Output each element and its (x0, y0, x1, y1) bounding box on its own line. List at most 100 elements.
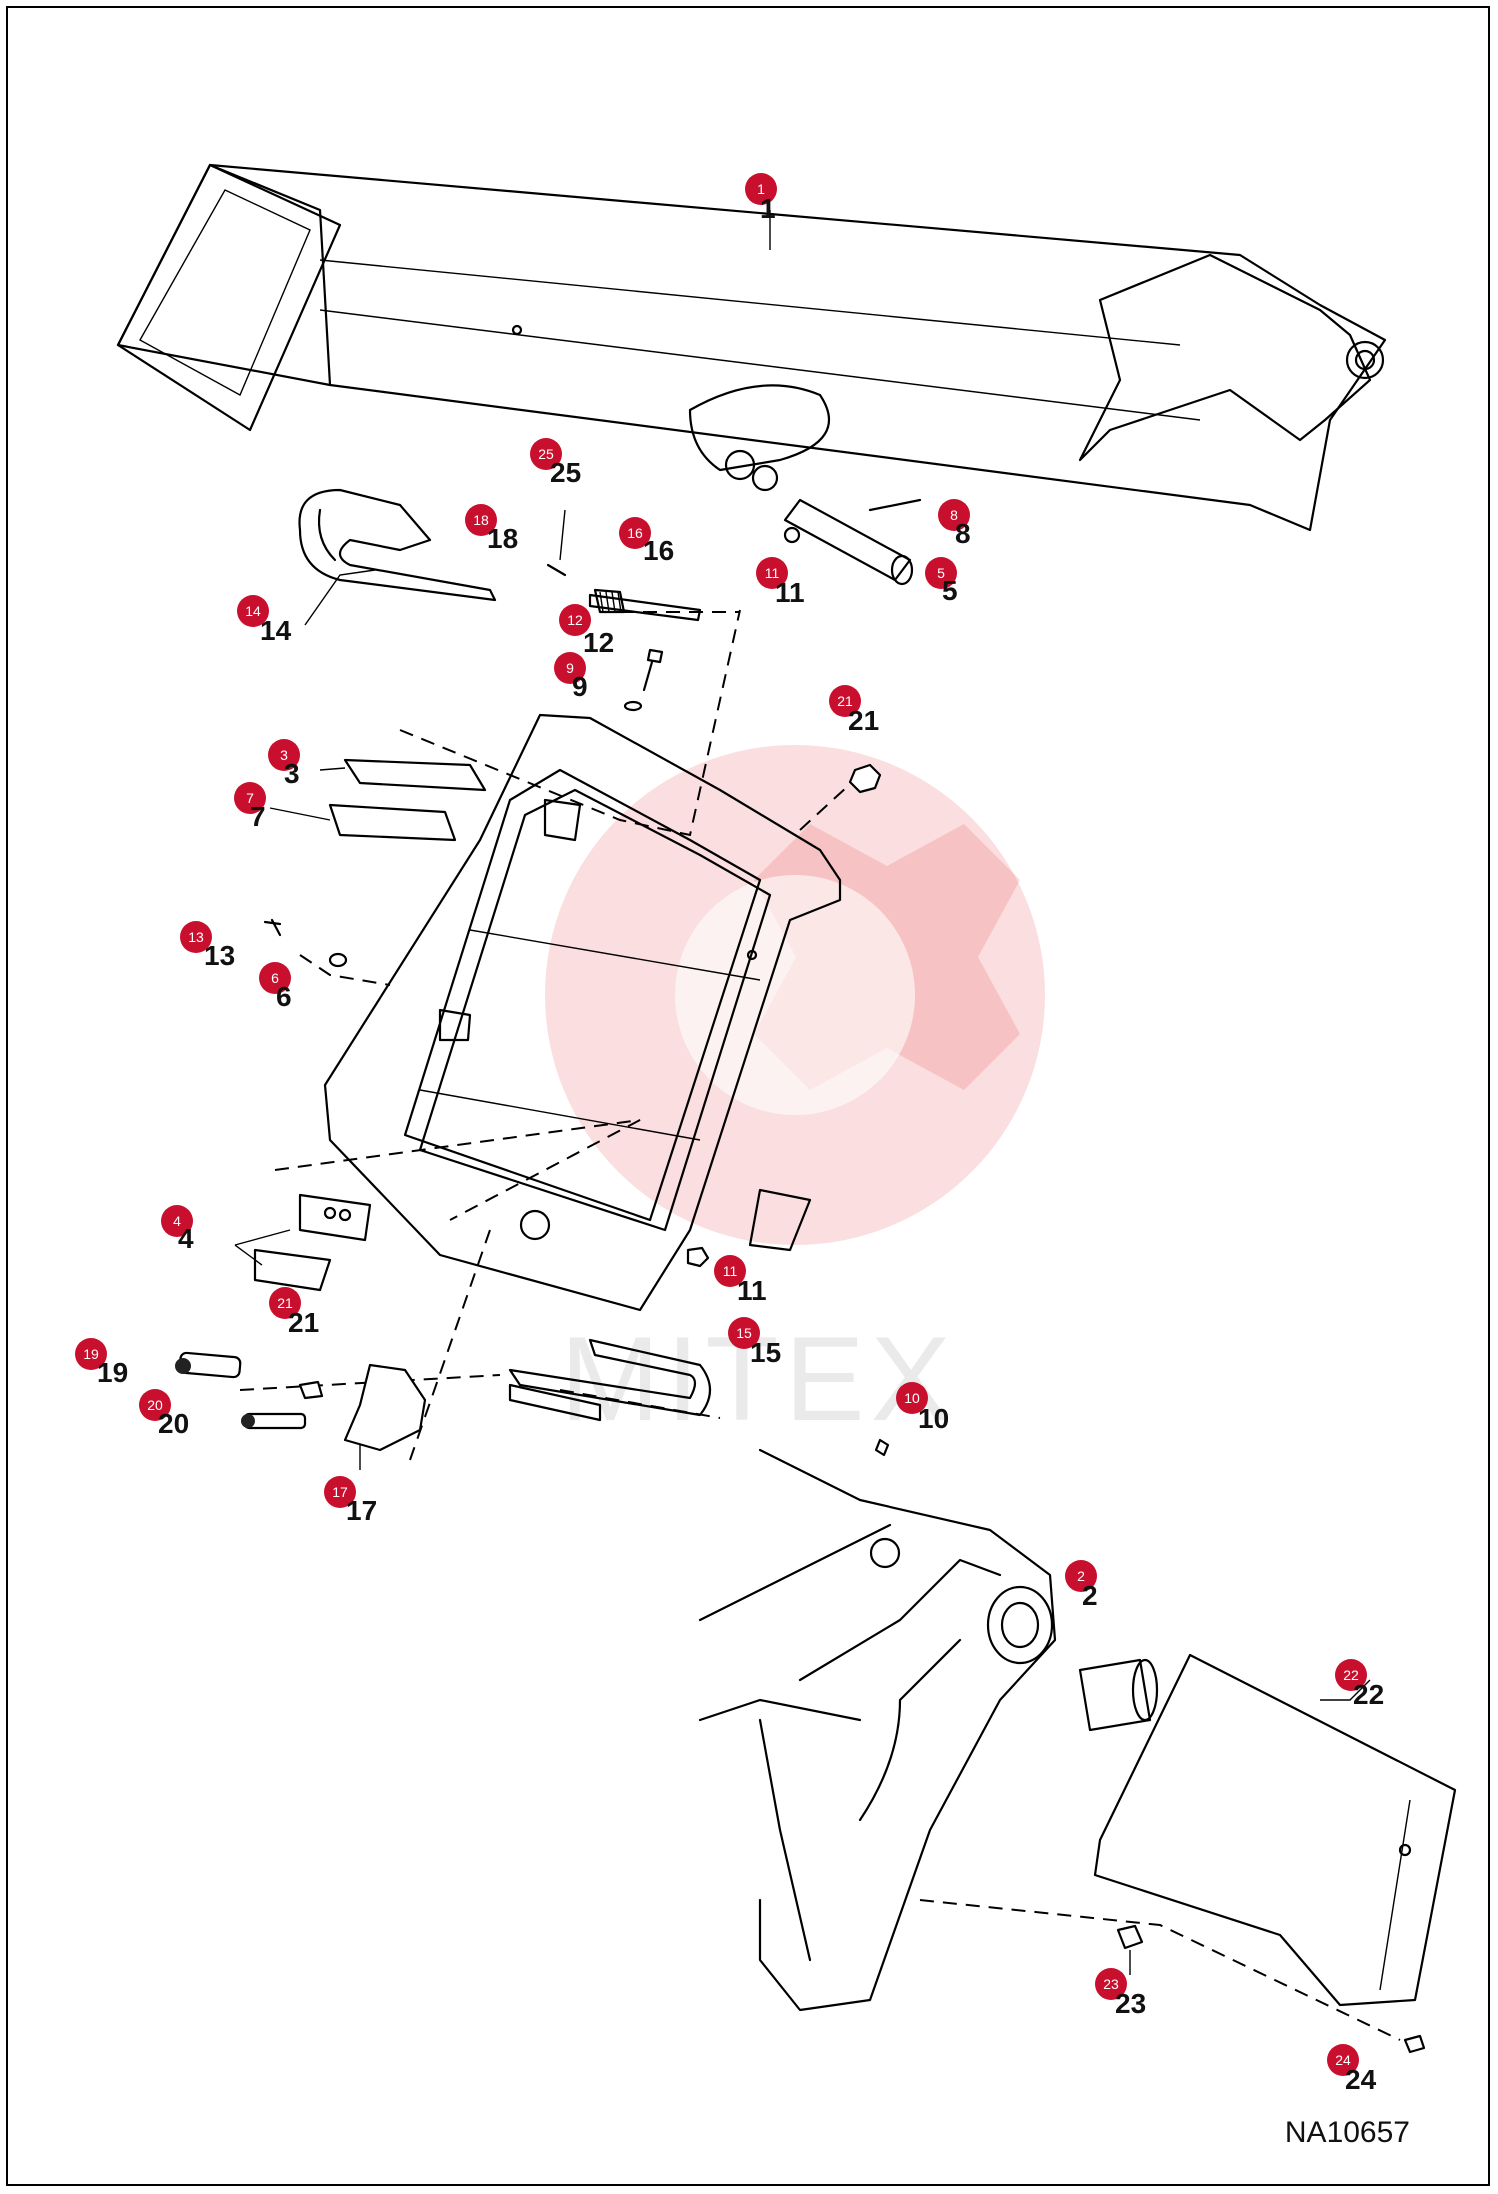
lower-hose-guard-part (508, 1338, 712, 1422)
svg-text:25: 25 (538, 446, 554, 462)
svg-text:1: 1 (760, 193, 776, 224)
svg-text:5: 5 (937, 565, 945, 581)
svg-text:5: 5 (942, 575, 958, 606)
boom-arm-part (116, 163, 1387, 532)
callout-19[interactable]: 19 19 (75, 1338, 128, 1388)
svg-text:6: 6 (276, 981, 292, 1012)
callout-5[interactable]: 5 5 (925, 557, 958, 606)
svg-text:21: 21 (848, 705, 879, 736)
callout-4[interactable]: 4 4 (161, 1205, 194, 1254)
svg-text:14: 14 (245, 603, 261, 619)
svg-text:7: 7 (246, 790, 254, 806)
callout-11-upper[interactable]: 11 11 (756, 557, 805, 608)
callout-6[interactable]: 6 6 (259, 962, 292, 1012)
callout-3[interactable]: 3 3 (268, 739, 300, 789)
svg-text:11: 11 (737, 1275, 767, 1306)
svg-text:15: 15 (750, 1337, 781, 1368)
svg-text:25: 25 (550, 457, 581, 488)
clip-bolt-part (1116, 1924, 1426, 2054)
callout-10[interactable]: 10 10 (896, 1382, 949, 1434)
callout-16[interactable]: 16 16 (619, 517, 674, 566)
bolt-washer-part (623, 648, 664, 712)
drawing-code-label: NA10657 (1284, 2116, 1410, 2149)
svg-text:24: 24 (1335, 2052, 1351, 2068)
callout-13[interactable]: 13 13 (180, 921, 235, 971)
svg-text:4: 4 (178, 1223, 194, 1254)
watermark-logo (545, 745, 1045, 1245)
callout-24[interactable]: 24 24 (1327, 2044, 1377, 2095)
svg-text:12: 12 (583, 627, 614, 658)
svg-text:21: 21 (288, 1307, 319, 1338)
svg-text:21: 21 (837, 693, 853, 709)
callout-21-upper[interactable]: 21 21 (829, 685, 879, 736)
svg-text:16: 16 (627, 525, 643, 541)
wear-plates-part (328, 758, 487, 842)
upper-hose-guard-part (298, 488, 497, 602)
svg-text:22: 22 (1353, 1679, 1384, 1710)
callout-11-lower[interactable]: 11 11 (714, 1255, 767, 1306)
svg-text:18: 18 (473, 512, 489, 528)
svg-text:23: 23 (1115, 1988, 1146, 2019)
bushing-part (1078, 1658, 1159, 1732)
svg-text:9: 9 (572, 671, 588, 702)
svg-text:3: 3 (280, 747, 288, 763)
svg-text:13: 13 (204, 940, 235, 971)
assembly-lines (239, 609, 1401, 2041)
callout-2[interactable]: 2 2 (1065, 1560, 1098, 1611)
svg-text:18: 18 (487, 523, 518, 554)
svg-text:12: 12 (567, 612, 583, 628)
nut-upper-part (848, 763, 882, 794)
callout-14[interactable]: 14 14 (237, 595, 292, 646)
callout-23[interactable]: 23 23 (1095, 1968, 1146, 2019)
callout-15[interactable]: 15 15 (728, 1317, 781, 1368)
svg-text:21: 21 (277, 1295, 293, 1311)
svg-text:11: 11 (775, 577, 805, 608)
svg-text:13: 13 (188, 929, 204, 945)
svg-text:14: 14 (260, 615, 292, 646)
callout-25[interactable]: 25 25 (530, 438, 581, 488)
svg-text:19: 19 (97, 1357, 128, 1388)
svg-text:7: 7 (250, 801, 266, 832)
svg-text:15: 15 (736, 1325, 752, 1341)
callout-12[interactable]: 12 12 (559, 604, 614, 658)
svg-text:9: 9 (566, 660, 574, 676)
grease-fitting-part (874, 1438, 890, 1457)
svg-text:4: 4 (173, 1213, 181, 1229)
svg-text:1: 1 (757, 181, 765, 197)
svg-text:17: 17 (332, 1484, 348, 1500)
callout-7[interactable]: 7 7 (234, 782, 266, 832)
svg-text:20: 20 (147, 1397, 163, 1413)
svg-text:11: 11 (723, 1263, 738, 1279)
svg-text:8: 8 (950, 507, 958, 523)
callout-17[interactable]: 17 17 (324, 1476, 377, 1526)
svg-text:11: 11 (765, 565, 780, 581)
callout-18[interactable]: 18 18 (465, 504, 518, 554)
nut-lower-part (686, 1246, 710, 1268)
svg-text:20: 20 (158, 1408, 189, 1439)
callout-22[interactable]: 22 22 (1335, 1659, 1384, 1710)
lower-arm-part (698, 1448, 1057, 2012)
svg-text:23: 23 (1103, 1976, 1119, 1992)
callout-20[interactable]: 20 20 (139, 1389, 189, 1439)
callout-9[interactable]: 9 9 (554, 652, 588, 702)
callout-21-lower[interactable]: 21 21 (269, 1287, 319, 1338)
svg-text:17: 17 (346, 1495, 377, 1526)
svg-text:8: 8 (955, 518, 971, 549)
svg-text:10: 10 (918, 1403, 949, 1434)
svg-text:22: 22 (1343, 1667, 1359, 1683)
svg-text:19: 19 (83, 1346, 99, 1362)
lower-clamp-part (175, 1351, 427, 1452)
callout-1[interactable]: 1 1 (745, 173, 777, 224)
block-part (253, 1193, 372, 1292)
svg-text:6: 6 (271, 970, 279, 986)
pivot-pin-part (783, 498, 922, 586)
svg-text:24: 24 (1345, 2064, 1377, 2095)
callout-8[interactable]: 8 8 (938, 499, 971, 549)
leader-lines (234, 210, 1371, 1975)
screw-washer-part (263, 918, 348, 968)
cover-plate-part (1093, 1653, 1457, 2007)
drawing-frame (6, 6, 1490, 2186)
svg-text:2: 2 (1082, 1580, 1098, 1611)
svg-text:2: 2 (1077, 1568, 1085, 1584)
